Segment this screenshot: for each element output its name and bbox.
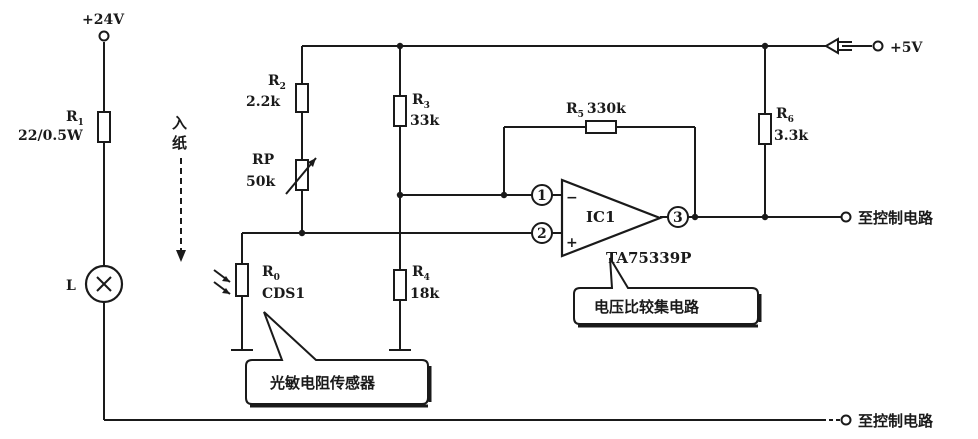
output-terminal-top [840,211,852,223]
noninverting-input-sign: + [566,235,578,251]
r3-value: 33k [410,113,439,129]
supply-5v-terminal [872,40,884,52]
r2-value: 2.2k [246,94,280,110]
inverting-input-sign: − [566,190,578,206]
lamp-label: L [66,278,76,294]
rp-value: 50k [246,174,275,190]
supply-24v-label: +24V [82,12,125,28]
r1-name: R1 [66,109,84,128]
paper-in-char-1: 入 [172,114,187,132]
paper-in-char-2: 纸 [172,134,187,152]
pin1-marker [531,184,553,206]
light-arrows-icon [213,269,231,295]
feedback-loop [503,126,696,215]
pin2-marker [531,222,553,244]
ic1-comparator [552,178,668,258]
potentiometer-arrow [285,157,317,195]
r4-value: 18k [410,286,439,302]
cds-branch [231,233,253,351]
supply-24v-branch [103,42,842,421]
pin1-label: 1 [537,188,547,204]
output-label-top: 至控制电路 [858,209,934,227]
output-terminal-bottom [840,414,852,426]
r0-name: R0 [262,264,280,283]
callout-comparator-text: 电压比较集电路 [594,298,700,316]
supply-5v-label: +5V [890,40,923,56]
callout-sensor [245,311,432,408]
ic1-name: IC1 [586,208,615,226]
resistor-r6 [758,113,772,145]
callout-comparator [573,257,762,328]
resistor-r4 [393,269,407,301]
photoresistor-r0 [235,263,249,297]
r2-name: R2 [268,73,286,92]
pin3-label: 3 [673,210,683,226]
output-label-bottom: 至控制电路 [858,412,934,430]
r6-value: 3.3k [774,128,808,144]
supply-24v-terminal [98,30,110,42]
rp-name: RP [252,152,275,168]
supply-5v-arrow [824,37,852,55]
r3-name: R3 [412,92,430,111]
resistor-r3 [393,95,407,127]
resistor-r5 [585,120,617,134]
junction-dot [298,229,306,237]
pin2-label: 2 [537,226,547,242]
r0-value: CDS1 [262,286,305,302]
callout-sensor-text: 光敏电阻传感器 [269,374,376,392]
junction-dot [691,213,699,221]
r4-name: R4 [412,264,430,283]
resistor-r1 [97,111,111,143]
lamp-l [84,264,124,304]
ic1-part-number: TA75339P [606,249,691,267]
r6-name: R6 [776,106,794,125]
paper-direction-arrow [176,158,186,262]
junction-dot [396,191,404,199]
r1-value: 22/0.5W [18,128,83,144]
resistor-r2 [295,83,309,113]
